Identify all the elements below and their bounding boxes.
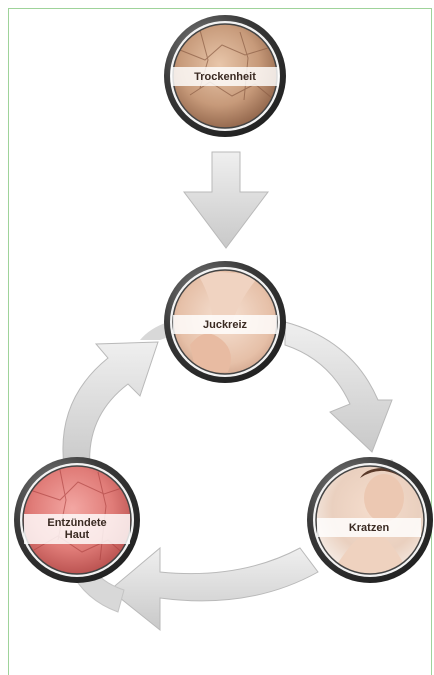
down-arrow <box>183 151 269 249</box>
label-scratch: Kratzen <box>317 518 421 537</box>
label-itch: Juckreiz <box>173 315 277 334</box>
node-inflamed-skin <box>14 457 140 583</box>
label-inflamed-skin: Entzündete Haut <box>24 514 130 544</box>
label-dryness: Trockenheit <box>171 67 279 86</box>
content-frame <box>8 8 432 675</box>
